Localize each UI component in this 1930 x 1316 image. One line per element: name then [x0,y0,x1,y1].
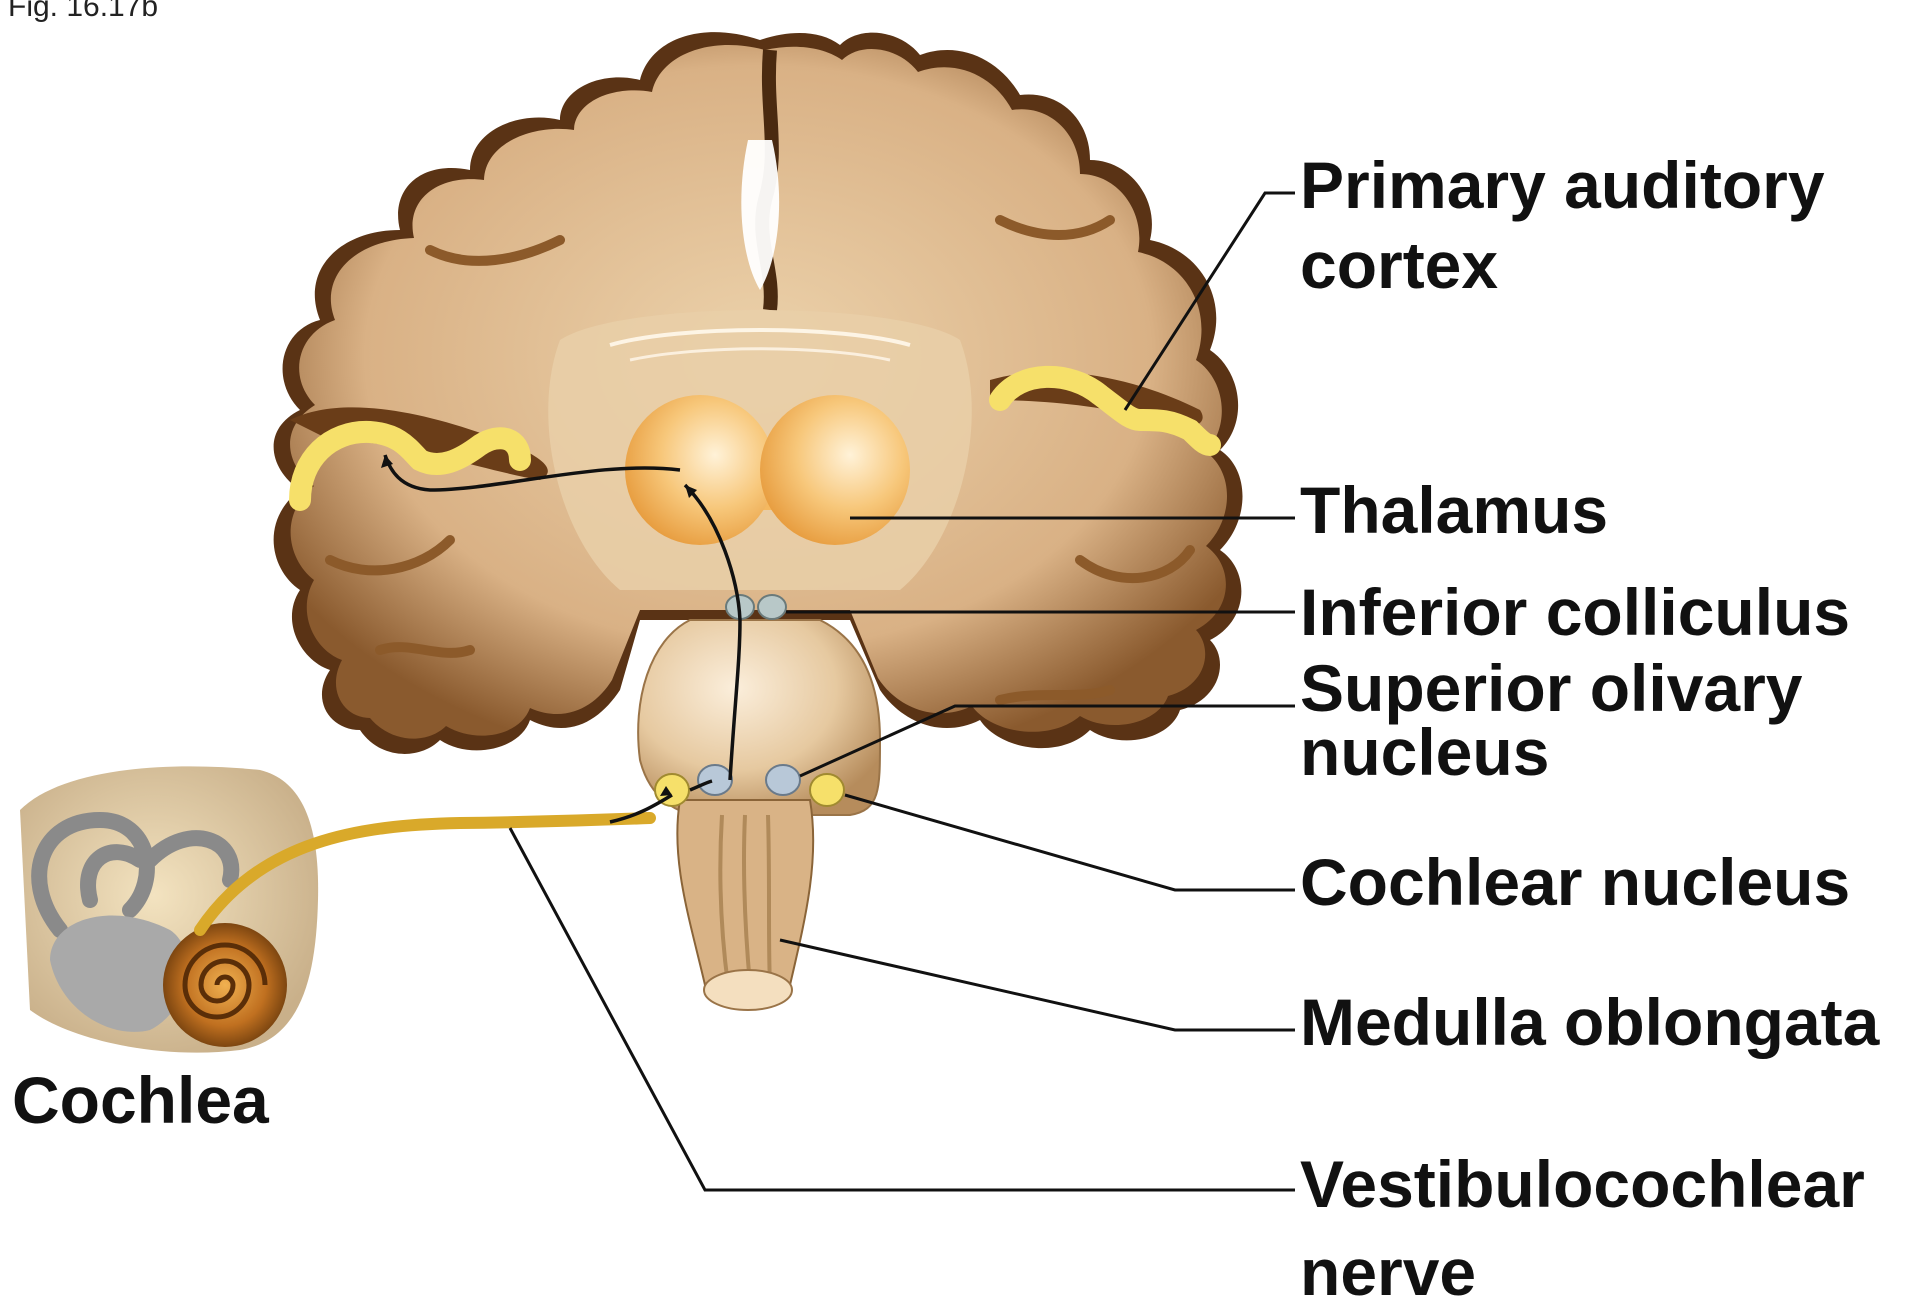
auditory-pathway-diagram: Fig. 16.17b Primary auditory cortex Thal… [0,0,1930,1280]
thalamus-left [625,395,775,545]
label-superior-olivary-nucleus-line1: Superior olivary [1300,656,1803,720]
cochlea-spiral [163,923,287,1047]
inner-ear [20,766,318,1052]
figure-id: Fig. 16.17b [8,0,158,24]
label-thalamus: Thalamus [1300,470,1608,550]
label-superior-olivary-nucleus: Superior olivary nucleus [1300,656,1803,784]
label-primary-auditory-cortex: Primary auditory cortex [1300,145,1825,305]
cochlear-nucleus-right [810,774,844,806]
leader-vestibulocochlear-nerve [510,828,1295,1190]
superior-olivary-nucleus-left [698,765,732,795]
thalamus-right [760,395,910,545]
inferior-colliculus-right [758,595,786,619]
label-superior-olivary-nucleus-line2: nucleus [1300,720,1803,784]
label-medulla-oblongata: Medulla oblongata [1300,982,1879,1062]
label-primary-auditory-cortex-line1: Primary auditory [1300,145,1825,225]
label-cochlear-nucleus: Cochlear nucleus [1300,842,1850,922]
label-primary-auditory-cortex-line2: cortex [1300,225,1825,305]
label-cochlea: Cochlea [12,1060,269,1140]
label-vestibulocochlear-nerve-line1: Vestibulocochlear [1300,1140,1865,1228]
label-vestibulocochlear-nerve-line2: nerve [1300,1228,1865,1316]
label-vestibulocochlear-nerve: Vestibulocochlear nerve [1300,1140,1865,1316]
brainstem [638,595,880,1010]
label-inferior-colliculus: Inferior colliculus [1300,572,1850,652]
medulla-cut-end [704,970,792,1010]
superior-olivary-nucleus-right [766,765,800,795]
leader-cochlear-nucleus [845,795,1295,890]
leader-medulla-oblongata [780,940,1295,1030]
